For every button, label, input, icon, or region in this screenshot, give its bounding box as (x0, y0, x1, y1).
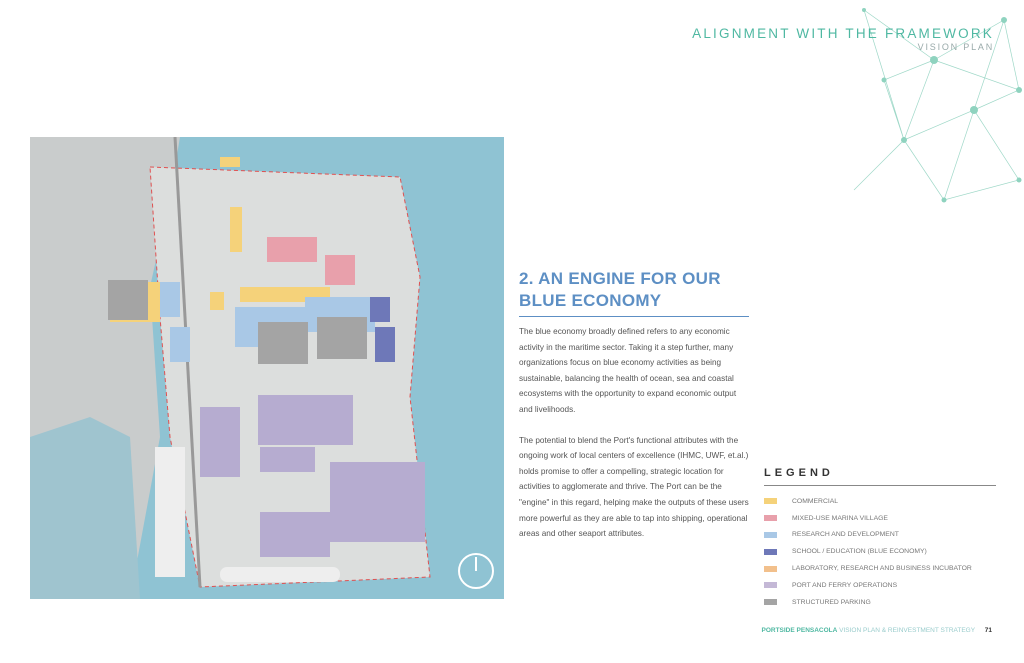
legend-swatch (764, 582, 777, 589)
legend-item: MIXED-USE MARINA VILLAGE (764, 510, 996, 527)
page-number: 71 (984, 627, 992, 634)
north-arrow-icon (458, 553, 494, 589)
site-plan-map (30, 137, 504, 599)
legend-swatch (764, 599, 777, 606)
legend-swatch (764, 531, 777, 538)
legend-swatch (764, 498, 777, 505)
network-graphic (853, 8, 1022, 203)
paragraph: The blue economy broadly defined refers … (519, 327, 737, 414)
footer-brand: PORTSIDE PENSACOLA (761, 627, 838, 634)
legend-label: STRUCTURED PARKING (792, 598, 871, 606)
section-title: 2. AN ENGINE FOR OUR BLUE ECONOMY (519, 268, 721, 312)
legend-swatch (764, 515, 777, 522)
legend-swatch (764, 565, 777, 572)
legend: LEGEND COMMERCIAL MIXED-USE MARINA VILLAG… (764, 467, 996, 611)
footer: PORTSIDE PENSACOLA VISION PLAN & REINVES… (761, 627, 992, 634)
legend-label: LABORATORY, RESEARCH AND BUSINESS INCUBA… (792, 565, 972, 573)
legend-item: LABORATORY, RESEARCH AND BUSINESS INCUBA… (764, 560, 996, 577)
legend-item: RESEARCH AND DEVELOPMENT (764, 527, 996, 544)
legend-item: SCHOOL / EDUCATION (BLUE ECONOMY) (764, 543, 996, 560)
legend-label: COMMERCIAL (792, 497, 839, 505)
legend-item: COMMERCIAL (764, 493, 996, 510)
page-header: ALIGNMENT WITH THE FRAMEWORK VISION PLAN (692, 26, 994, 52)
legend-label: PORT AND FERRY OPERATIONS (792, 581, 898, 589)
legend-item: STRUCTURED PARKING (764, 594, 996, 611)
section-title-line1: 2. AN ENGINE FOR OUR (519, 269, 721, 288)
legend-swatch (764, 548, 777, 555)
legend-label: MIXED-USE MARINA VILLAGE (792, 514, 888, 522)
legend-item: PORT AND FERRY OPERATIONS (764, 577, 996, 594)
paragraph: The potential to blend the Port's functi… (519, 435, 749, 539)
section-title-line2: BLUE ECONOMY (519, 291, 662, 310)
title-divider (519, 316, 749, 317)
section-body: The blue economy broadly defined refers … (519, 324, 749, 557)
header-title: ALIGNMENT WITH THE FRAMEWORK (692, 26, 994, 41)
legend-title: LEGEND (764, 467, 996, 486)
header-subtitle: VISION PLAN (917, 42, 994, 52)
legend-label: RESEARCH AND DEVELOPMENT (792, 531, 899, 539)
footer-doc-title: VISION PLAN & REINVESTMENT STRATEGY (839, 627, 975, 634)
legend-label: SCHOOL / EDUCATION (BLUE ECONOMY) (792, 548, 927, 556)
